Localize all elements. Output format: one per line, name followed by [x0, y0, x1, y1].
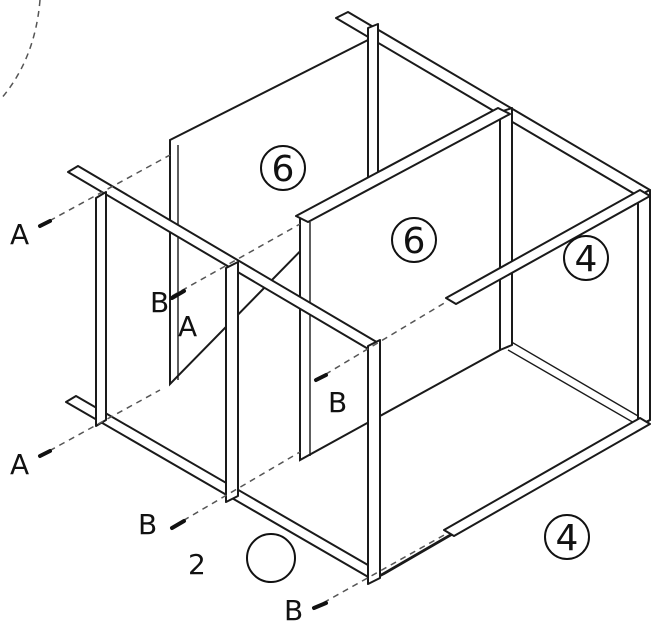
right-upper-rail	[445, 189, 651, 305]
label-a-bottom: A	[10, 448, 29, 481]
callout-back-panel: 6	[260, 145, 306, 191]
guide-lines	[39, 154, 447, 609]
callout-right-upper: 4	[563, 235, 609, 281]
callout-4-upper: 4	[575, 239, 598, 280]
empty-part-circle	[246, 533, 296, 583]
callout-4-lower: 4	[556, 518, 579, 559]
rotation-arc	[0, 0, 41, 101]
label-b-left-upper: B	[150, 286, 169, 319]
front-frame	[65, 165, 381, 585]
right-lower-rail	[443, 417, 651, 537]
label-a-top: A	[10, 218, 29, 251]
bolts	[38, 219, 328, 610]
callout-right-lower: 4	[544, 514, 590, 560]
callout-6-center: 6	[403, 221, 426, 262]
label-b-bottom-left: B	[138, 508, 157, 541]
label-a-left-upper: A	[178, 310, 197, 343]
callout-6-back: 6	[272, 149, 295, 190]
label-number-2: 2	[188, 548, 206, 581]
callout-center-panel: 6	[391, 217, 437, 263]
label-b-bottom: B	[284, 594, 303, 627]
label-b-center: B	[328, 386, 347, 419]
